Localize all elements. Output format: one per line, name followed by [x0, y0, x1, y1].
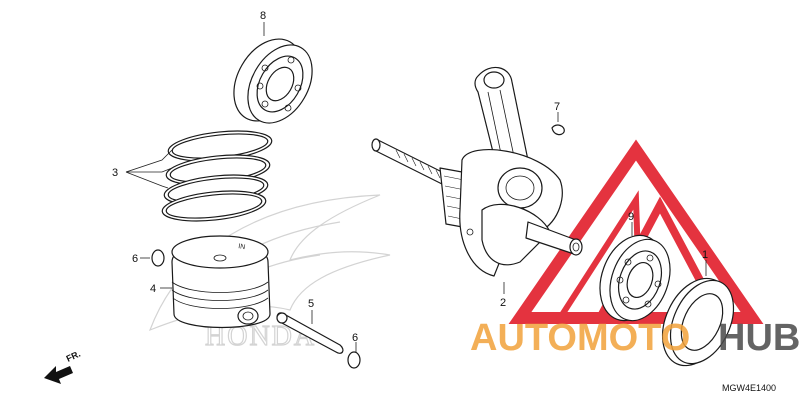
callout-6a: 6	[132, 253, 138, 265]
callout-2: 2	[500, 297, 506, 309]
part-8-bearing	[233, 38, 313, 124]
piston-in-marking: IN	[238, 243, 246, 251]
part-5-piston-pin	[276, 312, 344, 354]
front-direction-arrow-icon: FR.	[44, 349, 82, 384]
callout-3: 3	[112, 167, 118, 179]
leader-3a	[125, 149, 173, 173]
callout-9: 9	[628, 211, 634, 223]
part-7-woodruff-key	[551, 124, 565, 136]
callout-7: 7	[554, 101, 560, 113]
leader-3c	[125, 171, 169, 189]
automotohub-wordmark: AUTOMOTO HUB	[470, 317, 800, 359]
part-2-crankshaft-assembly	[371, 66, 583, 277]
callout-8: 8	[260, 10, 266, 22]
callout-6b: 6	[352, 332, 358, 344]
callout-1: 1	[702, 249, 708, 261]
part-3-piston-ring-set	[161, 130, 273, 222]
part-9-bearing	[599, 234, 671, 322]
leader-3b	[126, 167, 173, 173]
callout-5: 5	[308, 298, 314, 310]
part-4-piston: IN	[171, 235, 271, 329]
part-6-pin-clip-left	[151, 249, 165, 267]
watermark-text-automoto: AUTOMOTO	[470, 317, 690, 359]
part-6-pin-clip-right	[347, 351, 361, 369]
watermark-text-hub: HUB	[718, 317, 800, 359]
front-direction-label: FR.	[65, 349, 82, 364]
callout-4: 4	[150, 283, 156, 295]
part-1-oil-seal	[661, 277, 735, 367]
diagram-code: MGW4E1400	[722, 383, 776, 393]
